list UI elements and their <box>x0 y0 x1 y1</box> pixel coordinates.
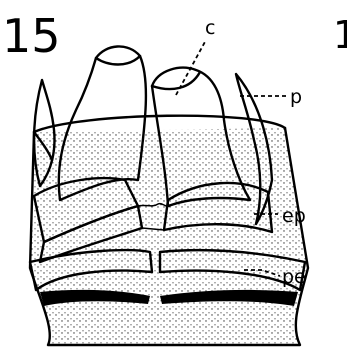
label-ep: ep <box>282 205 306 227</box>
corner-figure-mark: 1 <box>333 13 347 57</box>
label-pe: pe <box>282 266 306 288</box>
figure-number: 15 <box>2 9 61 63</box>
capsule-body <box>30 128 308 345</box>
label-c: c <box>205 17 215 39</box>
label-p: p <box>290 86 302 108</box>
left-lobe-top-rim <box>96 56 140 65</box>
